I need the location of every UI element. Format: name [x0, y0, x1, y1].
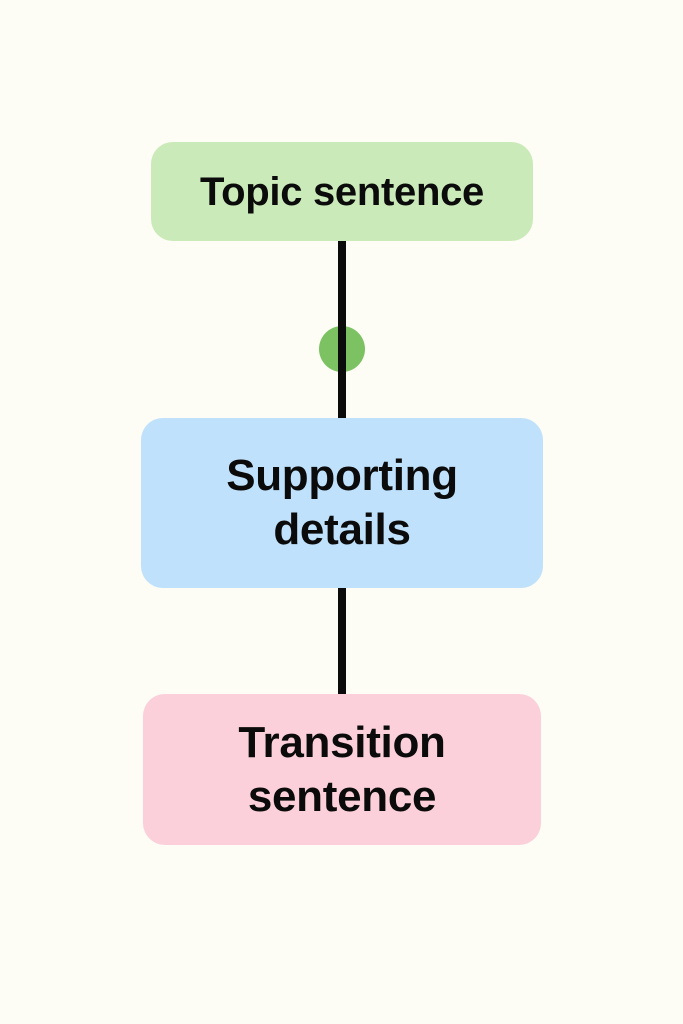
flow-box-supporting-details-label: Supporting details	[226, 451, 458, 554]
flow-box-transition-sentence-label: Transition sentence	[238, 717, 446, 821]
connector-supporting-to-transition	[338, 580, 346, 704]
flow-box-supporting-details[interactable]: Supporting details	[141, 418, 543, 588]
flow-box-topic-sentence[interactable]: Topic sentence	[151, 142, 533, 241]
connector-segment-over-dot	[338, 326, 346, 372]
flow-box-topic-sentence-label: Topic sentence	[199, 169, 485, 214]
flow-box-transition-sentence[interactable]: Transition sentence	[143, 694, 541, 845]
